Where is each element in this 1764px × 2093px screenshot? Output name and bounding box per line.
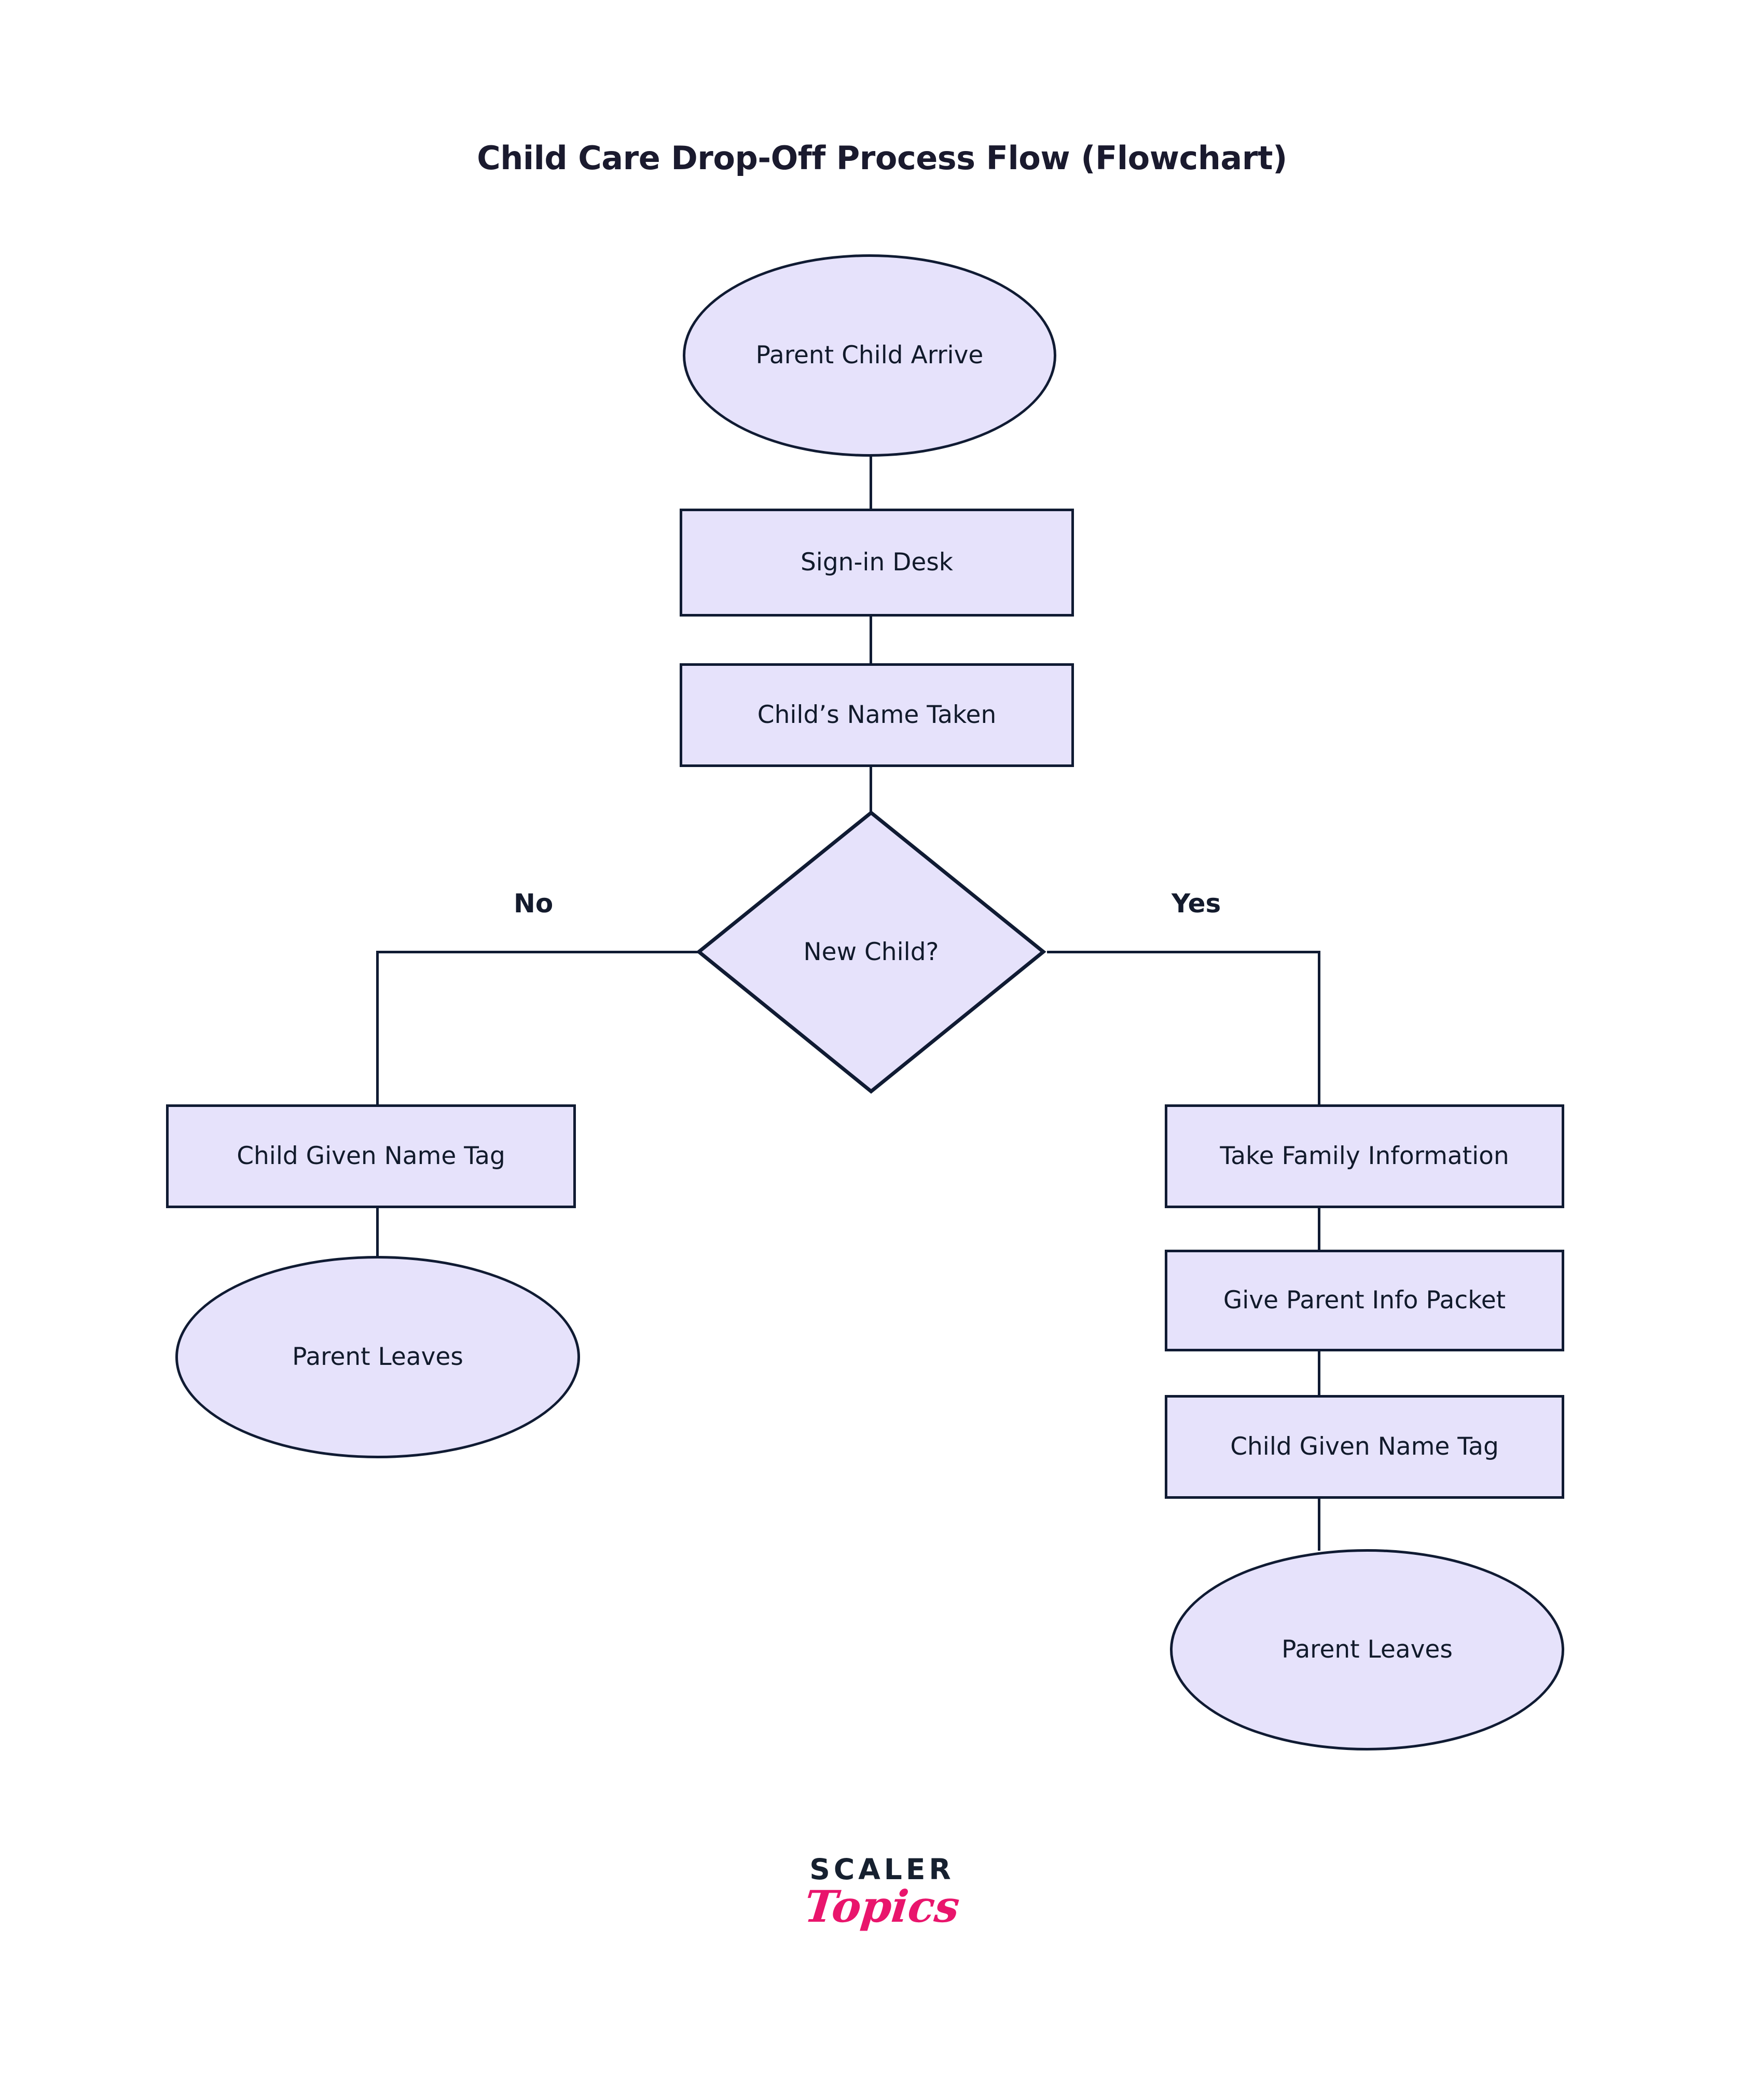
edge-signin-to-name-taken xyxy=(870,615,872,667)
node-label: Sign-in Desk xyxy=(800,548,954,577)
node-parent-leaves-no[interactable]: Parent Leaves xyxy=(175,1256,580,1458)
node-child-given-name-tag-yes[interactable]: Child Given Name Tag xyxy=(1165,1395,1564,1499)
edge-packet-to-nametag xyxy=(1318,1350,1320,1398)
node-sign-in-desk[interactable]: Sign-in Desk xyxy=(680,509,1074,617)
page-title: Child Care Drop-Off Process Flow (Flowch… xyxy=(477,139,1287,177)
edge-nametag-to-leaves xyxy=(1318,1498,1320,1551)
node-label: Child Given Name Tag xyxy=(1230,1432,1499,1461)
edge-take-family-to-packet xyxy=(1318,1207,1320,1254)
logo-scaler-wordmark: SCALER xyxy=(809,1853,955,1886)
node-label: Child Given Name Tag xyxy=(237,1141,505,1170)
node-take-family-information[interactable]: Take Family Information xyxy=(1165,1104,1564,1208)
edge-decision-yes-horizontal xyxy=(1047,951,1320,953)
edge-start-to-signin xyxy=(870,453,872,512)
node-label: Parent Child Arrive xyxy=(755,340,984,370)
edge-decision-no-vertical xyxy=(376,951,379,1106)
edge-decision-yes-vertical xyxy=(1318,951,1320,1106)
brand-logo: SCALER Topics xyxy=(0,1853,1764,1933)
edge-decision-no-horizontal xyxy=(376,951,703,953)
edge-left-nametag-to-leaves xyxy=(376,1207,379,1259)
node-new-child-decision[interactable]: New Child? xyxy=(696,810,1046,1094)
node-label: Give Parent Info Packet xyxy=(1223,1285,1506,1315)
node-give-parent-info-packet[interactable]: Give Parent Info Packet xyxy=(1165,1250,1564,1351)
edge-label-yes: Yes xyxy=(1172,888,1221,919)
node-child-given-name-tag-no[interactable]: Child Given Name Tag xyxy=(166,1104,576,1208)
node-childs-name-taken[interactable]: Child’s Name Taken xyxy=(680,663,1074,767)
node-label: Child’s Name Taken xyxy=(757,700,997,729)
node-parent-child-arrive[interactable]: Parent Child Arrive xyxy=(683,254,1056,457)
logo-topics-wordmark: Topics xyxy=(802,1881,962,1932)
node-label: Take Family Information xyxy=(1220,1141,1509,1170)
edge-name-taken-to-decision xyxy=(870,765,872,817)
node-label: Parent Leaves xyxy=(1281,1635,1453,1664)
node-label: Parent Leaves xyxy=(292,1342,463,1371)
node-parent-leaves-yes[interactable]: Parent Leaves xyxy=(1170,1549,1564,1750)
edge-label-no: No xyxy=(514,888,554,919)
